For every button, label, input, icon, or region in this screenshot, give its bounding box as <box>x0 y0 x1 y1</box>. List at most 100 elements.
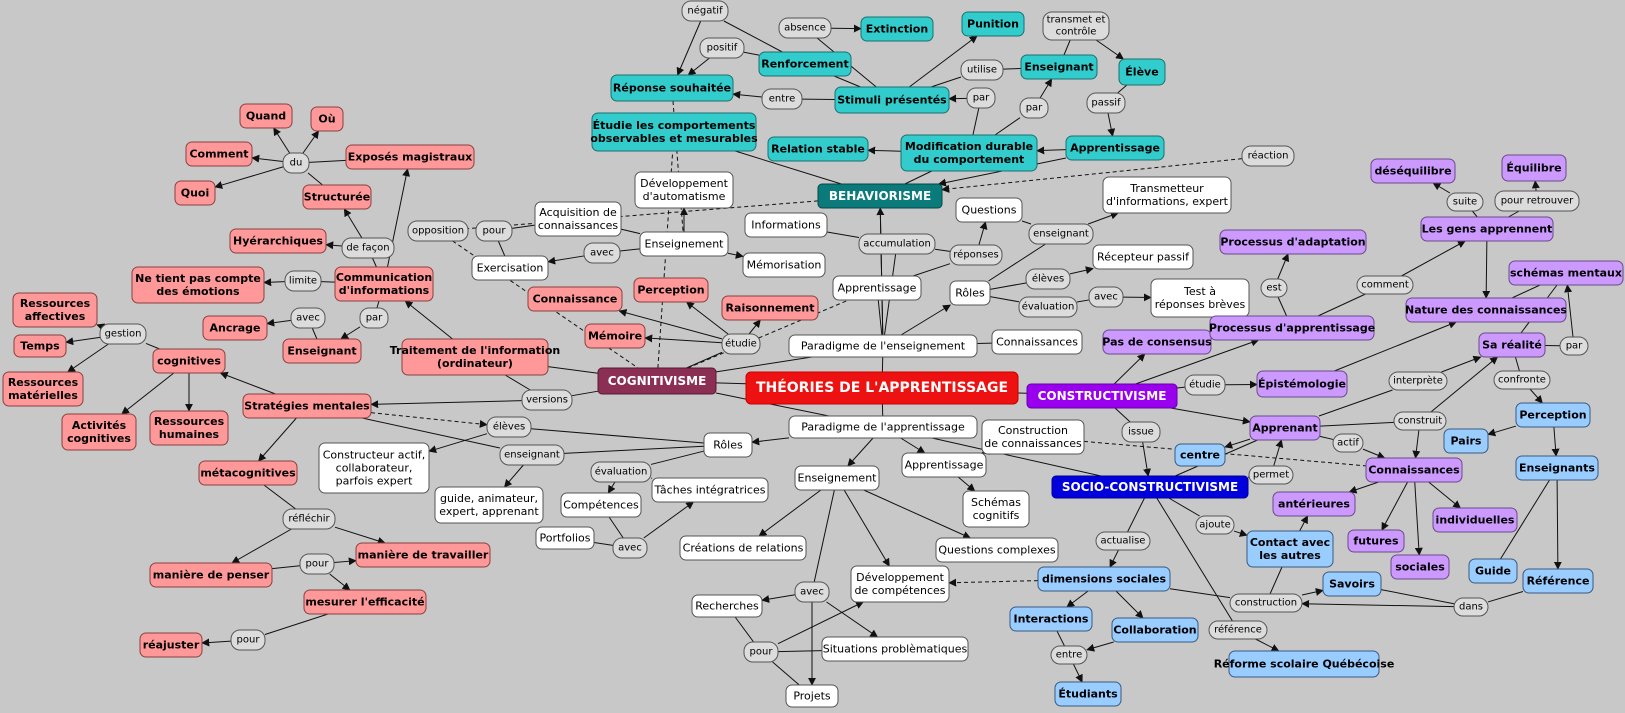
node-schemasMent[interactable]: schémas mentaux <box>1508 260 1624 286</box>
node-permet[interactable]: permet <box>1248 465 1294 485</box>
node-ajoute[interactable]: ajoute <box>1195 515 1235 535</box>
node-referenceL[interactable]: référence <box>1208 620 1268 640</box>
node-exercisation[interactable]: Exercisation <box>471 255 549 281</box>
node-stimuli[interactable]: Stimuli présentés <box>834 86 950 114</box>
node-individuelles[interactable]: individuelles <box>1432 507 1518 533</box>
node-par1[interactable]: par <box>966 87 996 109</box>
node-quand[interactable]: Quand <box>239 103 293 129</box>
node-enseignantC[interactable]: Enseignant <box>282 338 362 364</box>
node-pairs[interactable]: Pairs <box>1443 428 1489 454</box>
node-enseignementW[interactable]: Enseignement <box>639 231 729 257</box>
node-connaissK[interactable]: Connaissances <box>1365 457 1463 483</box>
node-informations[interactable]: Informations <box>744 212 828 238</box>
node-enseignantB[interactable]: Enseignant <box>1020 54 1098 80</box>
node-pour3[interactable]: pour <box>230 629 266 651</box>
node-title[interactable]: THÉORIES DE L'APPRENTISSAGE <box>745 371 1019 405</box>
node-structuree[interactable]: Structurée <box>302 184 372 210</box>
node-desequilibre[interactable]: déséquilibre <box>1370 158 1456 184</box>
node-roles2[interactable]: Rôles <box>703 432 753 458</box>
node-manierePens[interactable]: manière de penser <box>149 562 273 588</box>
node-const[interactable]: CONSTRUCTIVISME <box>1026 383 1178 409</box>
node-apprent2[interactable]: Apprentissage <box>901 452 987 478</box>
node-reforme[interactable]: Réforme scolaire Québécoise <box>1214 650 1395 678</box>
node-apprentW[interactable]: Apprentissage <box>832 275 922 301</box>
node-opposition[interactable]: opposition <box>407 220 469 242</box>
node-enseignant2[interactable]: enseignant <box>499 444 565 466</box>
node-positif[interactable]: positif <box>699 37 745 59</box>
node-evaluation2[interactable]: évaluation <box>590 461 652 483</box>
node-negatif[interactable]: négatif <box>681 0 729 22</box>
node-accumulation[interactable]: accumulation <box>858 233 936 255</box>
node-competences[interactable]: Compétences <box>560 492 642 518</box>
node-guide[interactable]: guide, animateur,expert, apprenant <box>434 486 544 524</box>
node-anterieures[interactable]: antérieures <box>1272 491 1356 517</box>
node-enseignement2[interactable]: Enseignement <box>794 465 880 491</box>
node-reference[interactable]: Référence <box>1522 568 1594 594</box>
node-enseignantsS[interactable]: Enseignants <box>1515 455 1599 481</box>
node-recepteur[interactable]: Récepteur passif <box>1092 244 1194 270</box>
node-versions[interactable]: versions <box>521 389 573 411</box>
node-connaissW[interactable]: Connaissances <box>991 329 1083 355</box>
node-par4[interactable]: par <box>1559 336 1589 356</box>
node-pour2[interactable]: pour <box>299 553 335 575</box>
node-connaissC[interactable]: Connaissance <box>527 286 623 312</box>
node-taches[interactable]: Tâches intégratrices <box>651 477 769 503</box>
node-procApp[interactable]: Processus d'apprentissage <box>1209 315 1375 341</box>
node-epistemologie[interactable]: Épistémologie <box>1256 370 1348 398</box>
node-eleves2[interactable]: élèves <box>486 416 532 438</box>
node-pasConsensus[interactable]: Pas de consensus <box>1102 329 1212 355</box>
node-projets[interactable]: Projets <box>785 684 839 708</box>
node-constructeur[interactable]: Constructeur actif,collaborateur,parfois… <box>318 442 430 494</box>
node-memorisation[interactable]: Mémorisation <box>742 252 826 278</box>
node-construction[interactable]: construction <box>1229 593 1303 613</box>
node-roles1[interactable]: Rôles <box>949 280 991 306</box>
node-strategies[interactable]: Stratégies mentales <box>242 393 372 419</box>
node-defacon[interactable]: de façon <box>341 237 395 259</box>
node-avec5[interactable]: avec <box>794 581 830 603</box>
node-relStable[interactable]: Relation stable <box>767 136 869 162</box>
node-actualise[interactable]: actualise <box>1095 531 1151 551</box>
node-enseignantL[interactable]: enseignant <box>1028 223 1094 245</box>
node-avec3[interactable]: avec <box>290 307 326 329</box>
node-reponses[interactable]: réponses <box>949 244 1003 266</box>
node-savoirs[interactable]: Savoirs <box>1322 571 1382 597</box>
node-commentL[interactable]: comment <box>1356 275 1414 295</box>
node-etude[interactable]: étudie <box>721 333 761 355</box>
node-interactions[interactable]: Interactions <box>1009 606 1093 632</box>
node-portfolios[interactable]: Portfolios <box>535 526 595 550</box>
node-natureCon[interactable]: Nature des connaissances <box>1405 297 1567 323</box>
node-collaboration[interactable]: Collaboration <box>1111 617 1199 643</box>
node-metacog[interactable]: métacognitives <box>198 460 298 486</box>
node-equilibre[interactable]: Équilibre <box>1501 154 1567 182</box>
node-du[interactable]: du <box>282 152 310 174</box>
node-mesurer[interactable]: mesurer l'efficacité <box>303 589 427 615</box>
node-exposes[interactable]: Exposés magistraux <box>345 144 475 170</box>
node-procAdapt[interactable]: Processus d'adaptation <box>1219 229 1367 255</box>
node-questComp[interactable]: Questions complexes <box>935 537 1059 563</box>
node-cogn[interactable]: COGNITIVISME <box>597 367 717 395</box>
node-interprete[interactable]: interprète <box>1388 371 1448 391</box>
node-pourRetrouver[interactable]: pour retrouver <box>1494 190 1580 212</box>
node-avec2[interactable]: avec <box>1088 286 1124 308</box>
node-pour1[interactable]: pour <box>475 220 513 242</box>
node-ou[interactable]: Où <box>310 106 344 132</box>
node-reflechir[interactable]: réfléchir <box>282 508 336 530</box>
node-etudiants[interactable]: Étudiants <box>1054 681 1122 707</box>
node-dans[interactable]: dans <box>1453 597 1489 617</box>
node-etudieK[interactable]: étudie <box>1184 374 1226 396</box>
node-quoi[interactable]: Quoi <box>174 180 216 206</box>
node-dimSoc[interactable]: dimensions sociales <box>1037 566 1171 592</box>
node-reponseS[interactable]: Réponse souhaitée <box>610 74 734 102</box>
node-utilise[interactable]: utilise <box>960 59 1004 81</box>
